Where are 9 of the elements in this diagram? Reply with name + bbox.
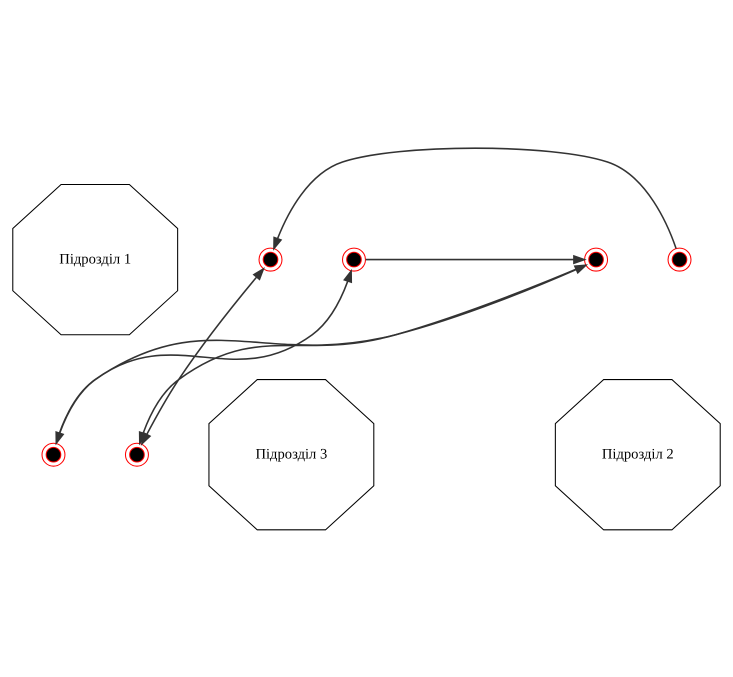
arrow (366, 254, 587, 264)
node-circle (584, 247, 608, 272)
node-circle (668, 247, 692, 272)
node-circle (41, 442, 66, 466)
arrow (273, 146, 677, 250)
arrow (140, 266, 265, 446)
node-circle (124, 442, 149, 466)
node-circle (258, 247, 282, 272)
node-circle (342, 247, 366, 272)
